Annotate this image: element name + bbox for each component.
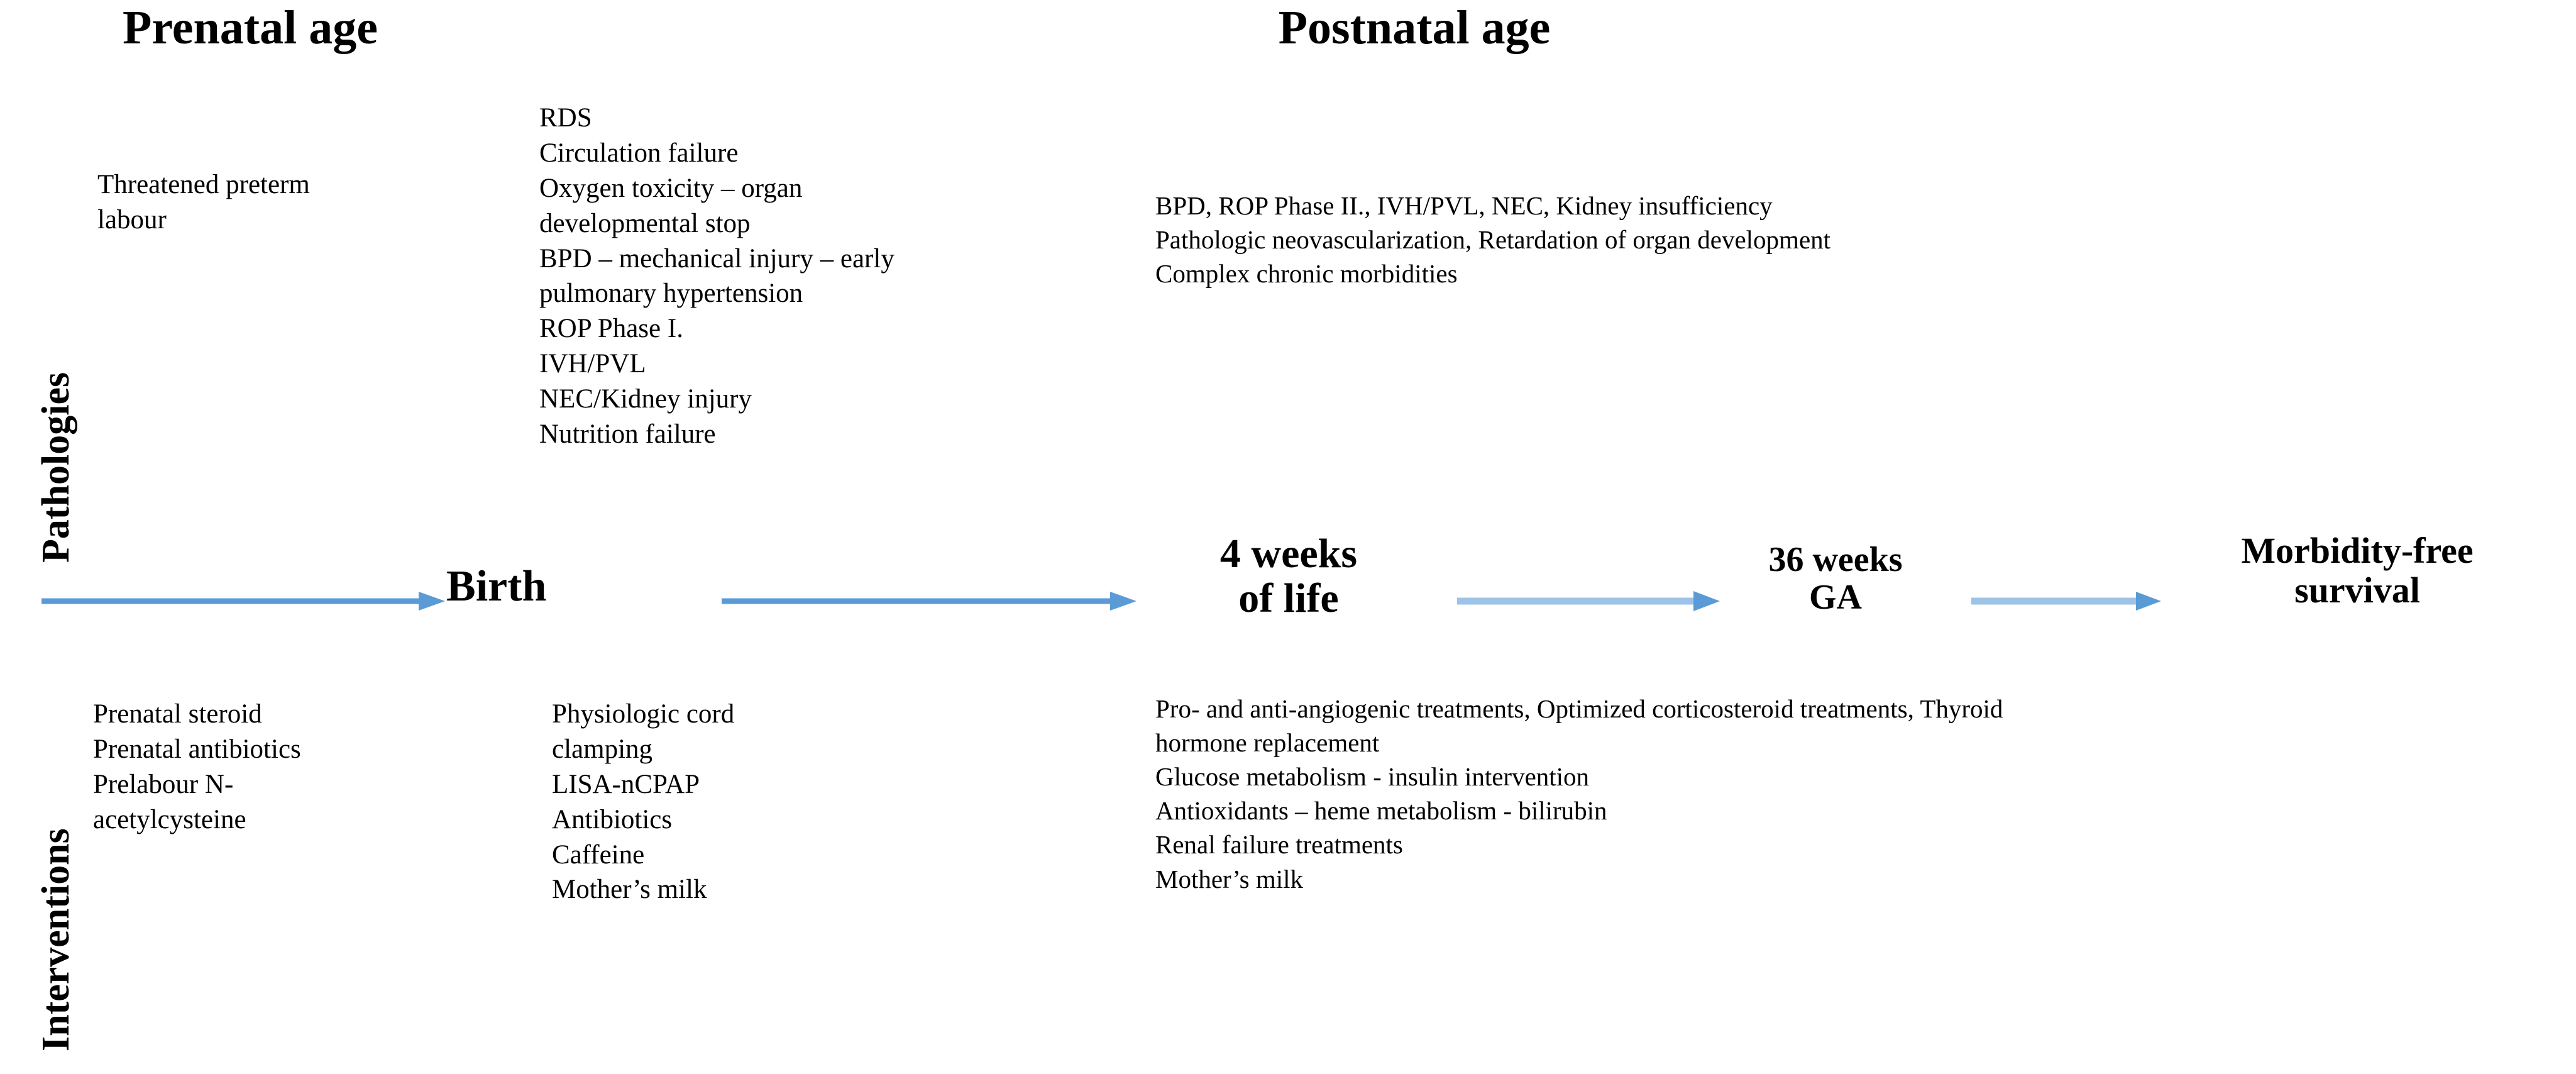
timeline-arrow-3 [1457,589,1720,614]
interventions-prenatal-left-text: Prenatal steroid Prenatal antibiotics Pr… [93,699,301,834]
milestone-morbidity-free-survival: Morbidity-free survival [2241,530,2474,611]
timeline-arrow-2 [722,589,1137,614]
timeline-arrow-4 [1971,589,2161,614]
column-header-prenatal-age: Prenatal age [123,1,378,54]
column-header-postnatal-age: Postnatal age [1278,1,1551,54]
timeline-arrow-1 [41,589,445,614]
row-label-interventions: Interventions [35,828,77,1051]
milestone-4-weeks-of-life: 4 weeks of life [1219,531,1358,622]
pathologies-perinatal-text: RDS Circulation failure Oxygen toxicity … [539,103,894,450]
milestone-birth: Birth [446,562,547,611]
milestone-36-weeks-ga: 36 weeks GA [1768,540,1903,617]
pathologies-prenatal-left-text: Threatened preterm labour [97,170,310,235]
interventions-postnatal-text: Pro- and anti-angiogenic treatments, Opt… [1155,694,2003,894]
row-label-pathologies: Pathologies [35,372,77,563]
pathologies-postnatal-text: BPD, ROP Phase II., IVH/PVL, NEC, Kidney… [1155,191,1831,289]
interventions-perinatal-text: Physiologic cord clamping LISA-nCPAP Ant… [552,699,735,905]
